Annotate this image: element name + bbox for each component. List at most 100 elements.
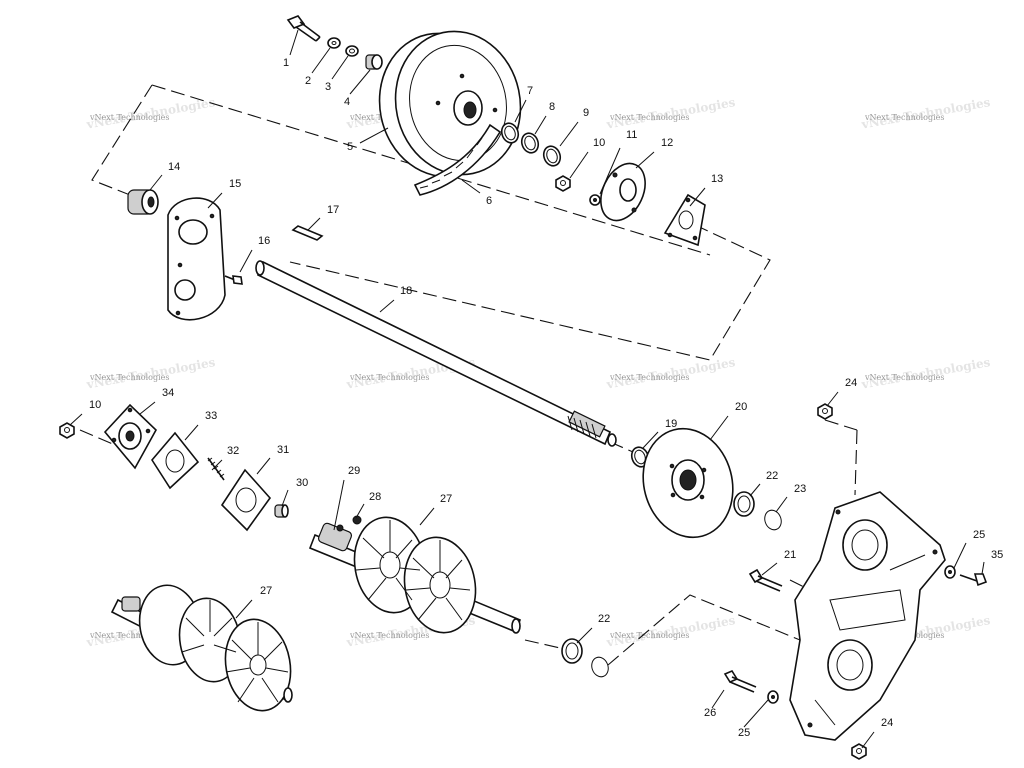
callout-leader-line	[711, 689, 725, 709]
bearing-flange-icon	[103, 403, 157, 470]
oil-seal-icon	[520, 132, 540, 154]
watermark-text: vNext Technologies	[609, 113, 689, 122]
callout-number: 8	[549, 101, 555, 113]
callout-leader-line	[239, 249, 253, 273]
bearing-icon	[561, 638, 583, 664]
washer-icon	[327, 37, 341, 49]
callout-leader-line	[211, 459, 223, 471]
callout-leader-line	[419, 507, 435, 526]
watermark-text: vNext Technologies	[349, 631, 429, 640]
callout-number: 19	[665, 418, 677, 430]
idler-bracket-icon	[167, 197, 226, 321]
callout-leader-line	[709, 415, 729, 441]
callout-number: 27	[440, 493, 452, 505]
bearing-flange-icon	[600, 162, 646, 222]
callout-number: 22	[598, 613, 610, 625]
callout-leader-line	[359, 127, 389, 144]
callout-leader-line	[379, 299, 395, 313]
callout-leader-line	[743, 699, 769, 728]
watermark-text: vNext Technologies	[864, 373, 944, 382]
callout-leader-line	[576, 627, 593, 644]
washer-icon	[944, 565, 956, 579]
track-drive-sprocket-icon	[308, 515, 521, 634]
callout-number: 27	[260, 585, 272, 597]
callout-number: 25	[973, 529, 985, 541]
callout-leader-line	[461, 179, 481, 194]
callout-number: 2	[305, 75, 311, 87]
callout-number: 28	[369, 491, 381, 503]
callout-number: 24	[881, 717, 893, 729]
callout-number: 31	[277, 444, 289, 456]
watermark-text: vNext Technologies	[609, 631, 689, 640]
bolt-icon	[723, 669, 757, 693]
callout-leader-line	[514, 99, 527, 123]
callout-leader-line	[256, 457, 271, 475]
callout-leader-line	[599, 147, 621, 195]
callout-number: 34	[162, 387, 174, 399]
callout-number: 9	[583, 107, 589, 119]
bolt-icon	[286, 15, 321, 42]
watermark-text: vNext Technologies	[864, 113, 944, 122]
drive-chain-icon	[413, 123, 502, 196]
callout-leader-line	[333, 479, 345, 531]
callout-leader-line	[981, 561, 985, 575]
callout-leader-line	[749, 483, 761, 497]
o-ring-icon	[591, 656, 609, 678]
callout-leader-line	[184, 424, 199, 441]
bearing-retainer-plate-icon	[220, 468, 272, 532]
callout-number: 3	[325, 81, 331, 93]
callout-number: 11	[626, 129, 637, 141]
callout-number: 18	[400, 285, 412, 297]
watermark-text: vNext Technologies	[609, 373, 689, 382]
callout-number: 17	[327, 204, 339, 216]
callout-leader-line	[559, 121, 579, 147]
callout-number: 23	[794, 483, 806, 495]
callout-number: 22	[766, 470, 778, 482]
callout-leader-line	[331, 55, 349, 80]
screw-icon	[224, 275, 243, 285]
washer-icon	[345, 45, 359, 57]
callout-number: 13	[711, 173, 723, 185]
nut-icon	[59, 422, 75, 439]
bolt-icon	[959, 573, 988, 587]
callout-leader-line	[311, 47, 331, 74]
callout-leader-line	[635, 151, 655, 169]
drive-shaft-icon	[255, 260, 617, 447]
callout-leader-line	[953, 542, 967, 569]
o-ring-icon	[764, 509, 782, 531]
callout-number: 25	[738, 727, 750, 739]
callout-leader-line	[281, 489, 289, 507]
callout-leader-line	[761, 562, 778, 576]
callout-leader-line	[139, 401, 156, 415]
track-drive-sprocket-icon	[110, 584, 293, 712]
callout-number: 32	[227, 445, 239, 457]
callout-number: 15	[229, 178, 241, 190]
callout-leader-line	[69, 413, 83, 426]
callout-leader-line	[534, 115, 547, 135]
callout-number: 20	[735, 401, 747, 413]
oil-seal-icon	[542, 145, 562, 167]
nut-icon	[817, 403, 833, 420]
callout-number: 21	[784, 549, 796, 561]
bearing-icon	[733, 491, 755, 517]
bearing-flange-icon	[663, 193, 706, 247]
callout-number: 7	[527, 85, 533, 97]
watermark-text: vNext Technologies	[89, 373, 169, 382]
callout-leader-line	[149, 174, 163, 191]
watermark-text: vNext Technologies	[89, 631, 169, 640]
spring-pin-icon	[207, 457, 225, 481]
washer-icon	[767, 690, 779, 704]
callout-number: 30	[296, 477, 308, 489]
callout-leader-line	[349, 69, 371, 95]
callout-number: 10	[89, 399, 101, 411]
key-icon	[291, 225, 324, 241]
callout-number: 35	[991, 549, 1003, 561]
bearing-icon	[365, 54, 383, 70]
callout-number: 24	[845, 377, 857, 389]
callout-number: 1	[283, 57, 289, 69]
callout-number: 6	[486, 195, 492, 207]
callout-number: 26	[704, 707, 716, 719]
brake-disc-icon	[642, 427, 734, 539]
